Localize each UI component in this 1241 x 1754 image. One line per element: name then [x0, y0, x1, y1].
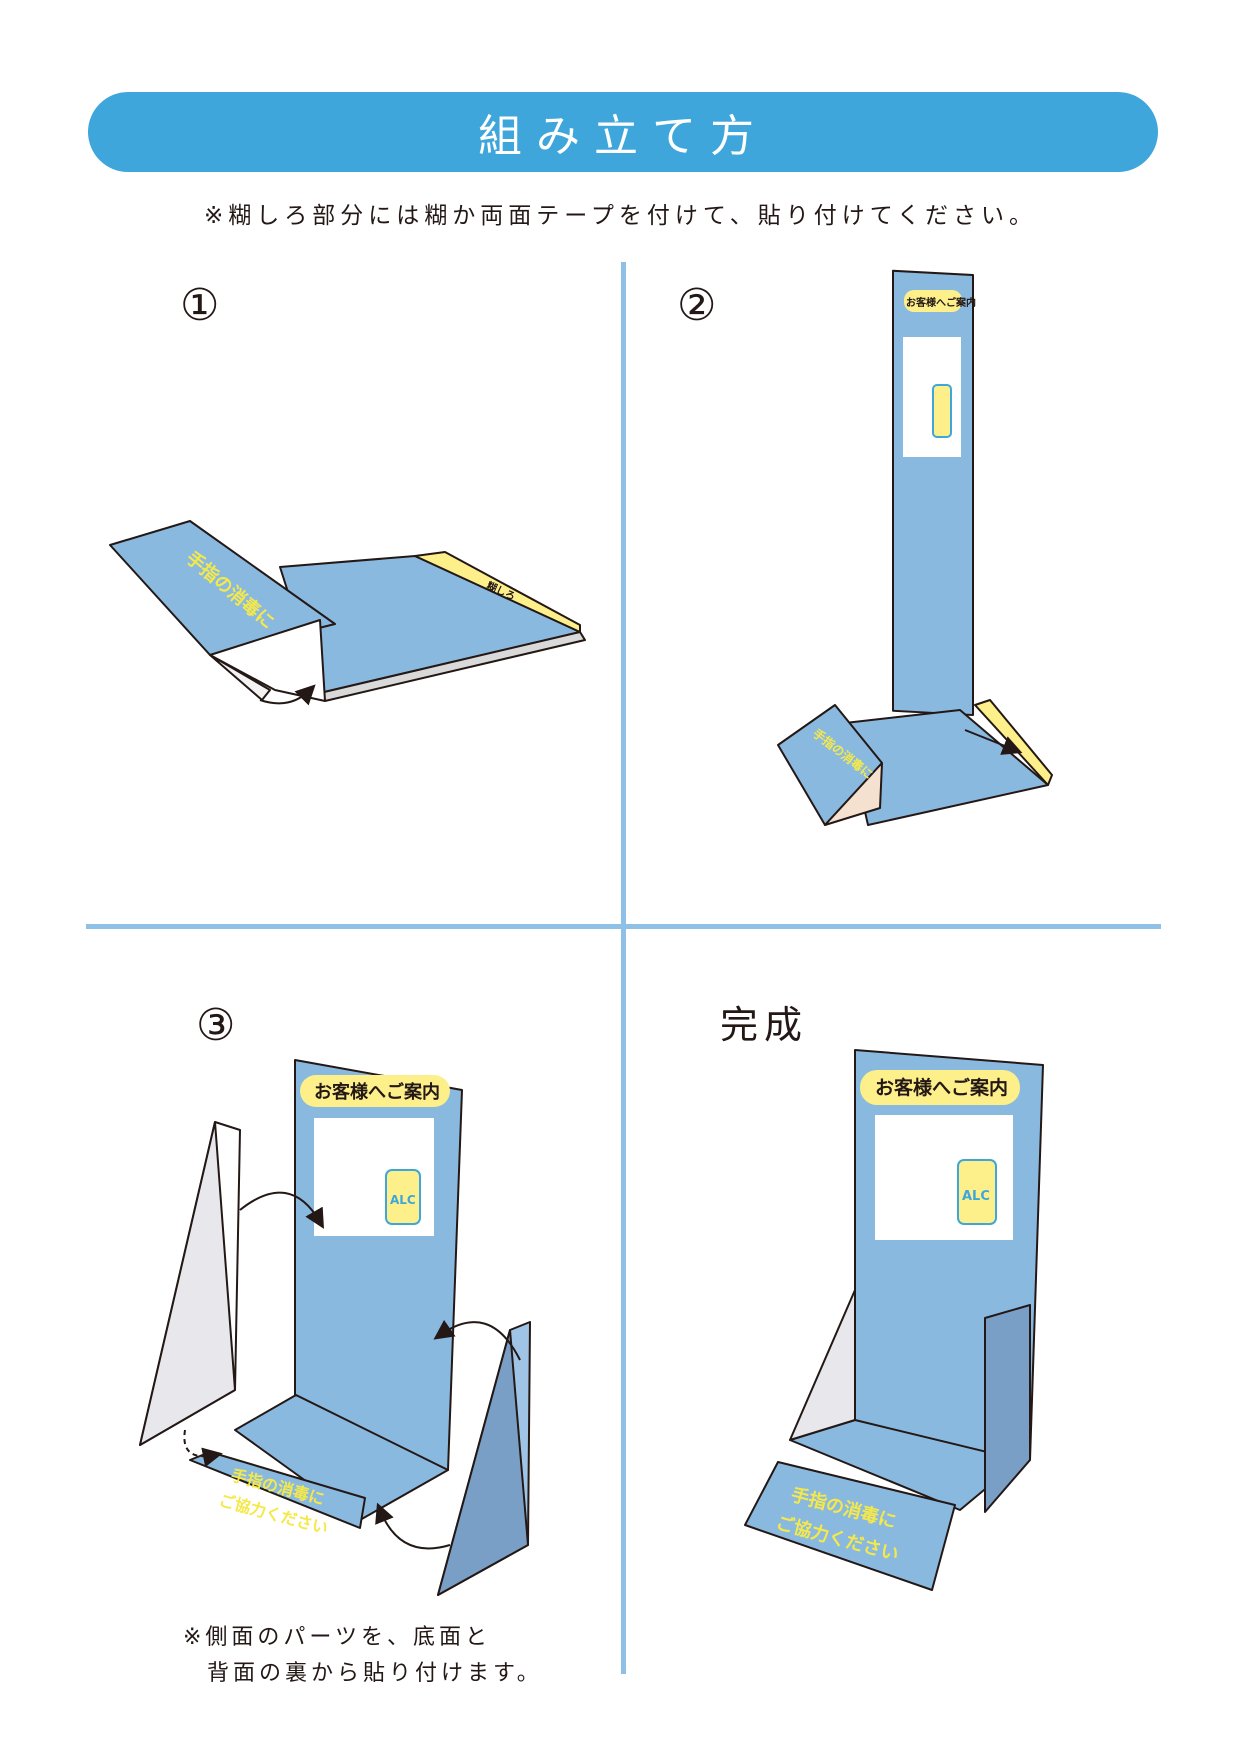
- complete-label: 完成: [720, 1003, 809, 1047]
- vertical-divider: [621, 262, 626, 1674]
- title-bar: 組み立て方: [88, 92, 1158, 172]
- step1-figure: 手指の消毒に 糊しろ: [109, 520, 586, 706]
- step2-figure: お客様へご案内 手指の消毒に: [777, 269, 1053, 826]
- step-3-label: ③: [196, 1000, 236, 1051]
- side-parts-caption: ※側面のパーツを、底面と 背面の裏から貼り付けます。: [183, 1620, 543, 1692]
- page-title: 組み立て方: [478, 111, 768, 162]
- step-2-label: ②: [677, 280, 717, 331]
- complete-bottle-text: ALC: [962, 1189, 990, 1204]
- step2-header-text: お客様へご案内: [906, 296, 976, 309]
- caption-line-2: 背面の裏から貼り付けます。: [207, 1661, 543, 1686]
- complete-header-text: お客様へご案内: [875, 1076, 1008, 1099]
- caption-line-1: ※側面のパーツを、底面と: [183, 1625, 491, 1650]
- horizontal-divider: [86, 924, 1161, 929]
- step3-header-text: お客様へご案内: [314, 1081, 440, 1103]
- glue-note: ※糊しろ部分には糊か両面テープを付けて、貼り付けてください。: [203, 203, 1038, 229]
- step3-bottle-text: ALC: [390, 1193, 416, 1207]
- step-1-label: ①: [180, 280, 220, 331]
- step3-figure: お客様へご案内 ALC 手指の消毒に ご協力ください: [139, 1059, 531, 1596]
- complete-figure: お客様へご案内 ALC 手指の消毒に ご協力ください: [744, 1049, 1044, 1591]
